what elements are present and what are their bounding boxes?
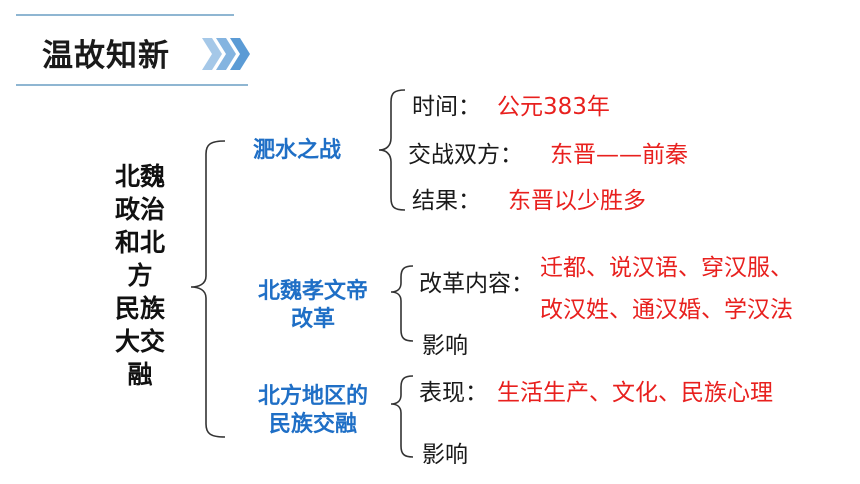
topic-xiaowen-reform: 北魏孝文帝 改革 xyxy=(232,278,394,334)
item-label: 结果： xyxy=(412,188,481,214)
topic-feishui-battle: 淝水之战 xyxy=(232,137,362,165)
main-topic-line: 民族 xyxy=(114,294,165,323)
item-label: 改革内容： xyxy=(419,271,534,297)
item-value: 迁都、说汉语、穿汉服、 xyxy=(540,255,793,281)
main-topic-line: 和北 xyxy=(114,228,165,257)
header-bottom-line xyxy=(16,84,248,86)
item-label: 交战双方： xyxy=(408,142,523,168)
page-title: 温故知新 xyxy=(42,38,170,74)
chevron-right-icon xyxy=(202,38,250,70)
topic-line: 改革 xyxy=(290,307,335,332)
main-topic-line: 大交 xyxy=(114,327,165,356)
item-value: 东晋——前秦 xyxy=(550,142,688,168)
topic-line: 北方地区的 xyxy=(257,384,368,409)
item-value: 东晋以少胜多 xyxy=(508,188,646,214)
item-value: 公元383年 xyxy=(497,94,610,120)
item-label: 表现： xyxy=(419,380,488,406)
topic-line: 北魏孝文帝 xyxy=(257,279,368,304)
header-top-line xyxy=(16,14,234,16)
item-value: 生活生产、文化、民族心理 xyxy=(497,380,773,406)
item-label: 影响 xyxy=(422,333,468,359)
topic-line: 淝水之战 xyxy=(252,138,341,163)
item-label: 影响 xyxy=(422,442,468,468)
main-topic-line: 方 xyxy=(127,261,153,290)
item-value: 改汉姓、通汉婚、学汉法 xyxy=(540,297,793,323)
main-topic: 北魏 政治 和北 方 民族 大交 融 xyxy=(100,160,180,391)
main-topic-line: 融 xyxy=(127,360,153,389)
topic-ethnic-integration: 北方地区的 民族交融 xyxy=(232,383,394,439)
main-topic-line: 政治 xyxy=(114,195,165,224)
main-topic-line: 北魏 xyxy=(114,162,165,191)
item-label: 时间： xyxy=(412,94,481,120)
topic-line: 民族交融 xyxy=(268,412,357,437)
